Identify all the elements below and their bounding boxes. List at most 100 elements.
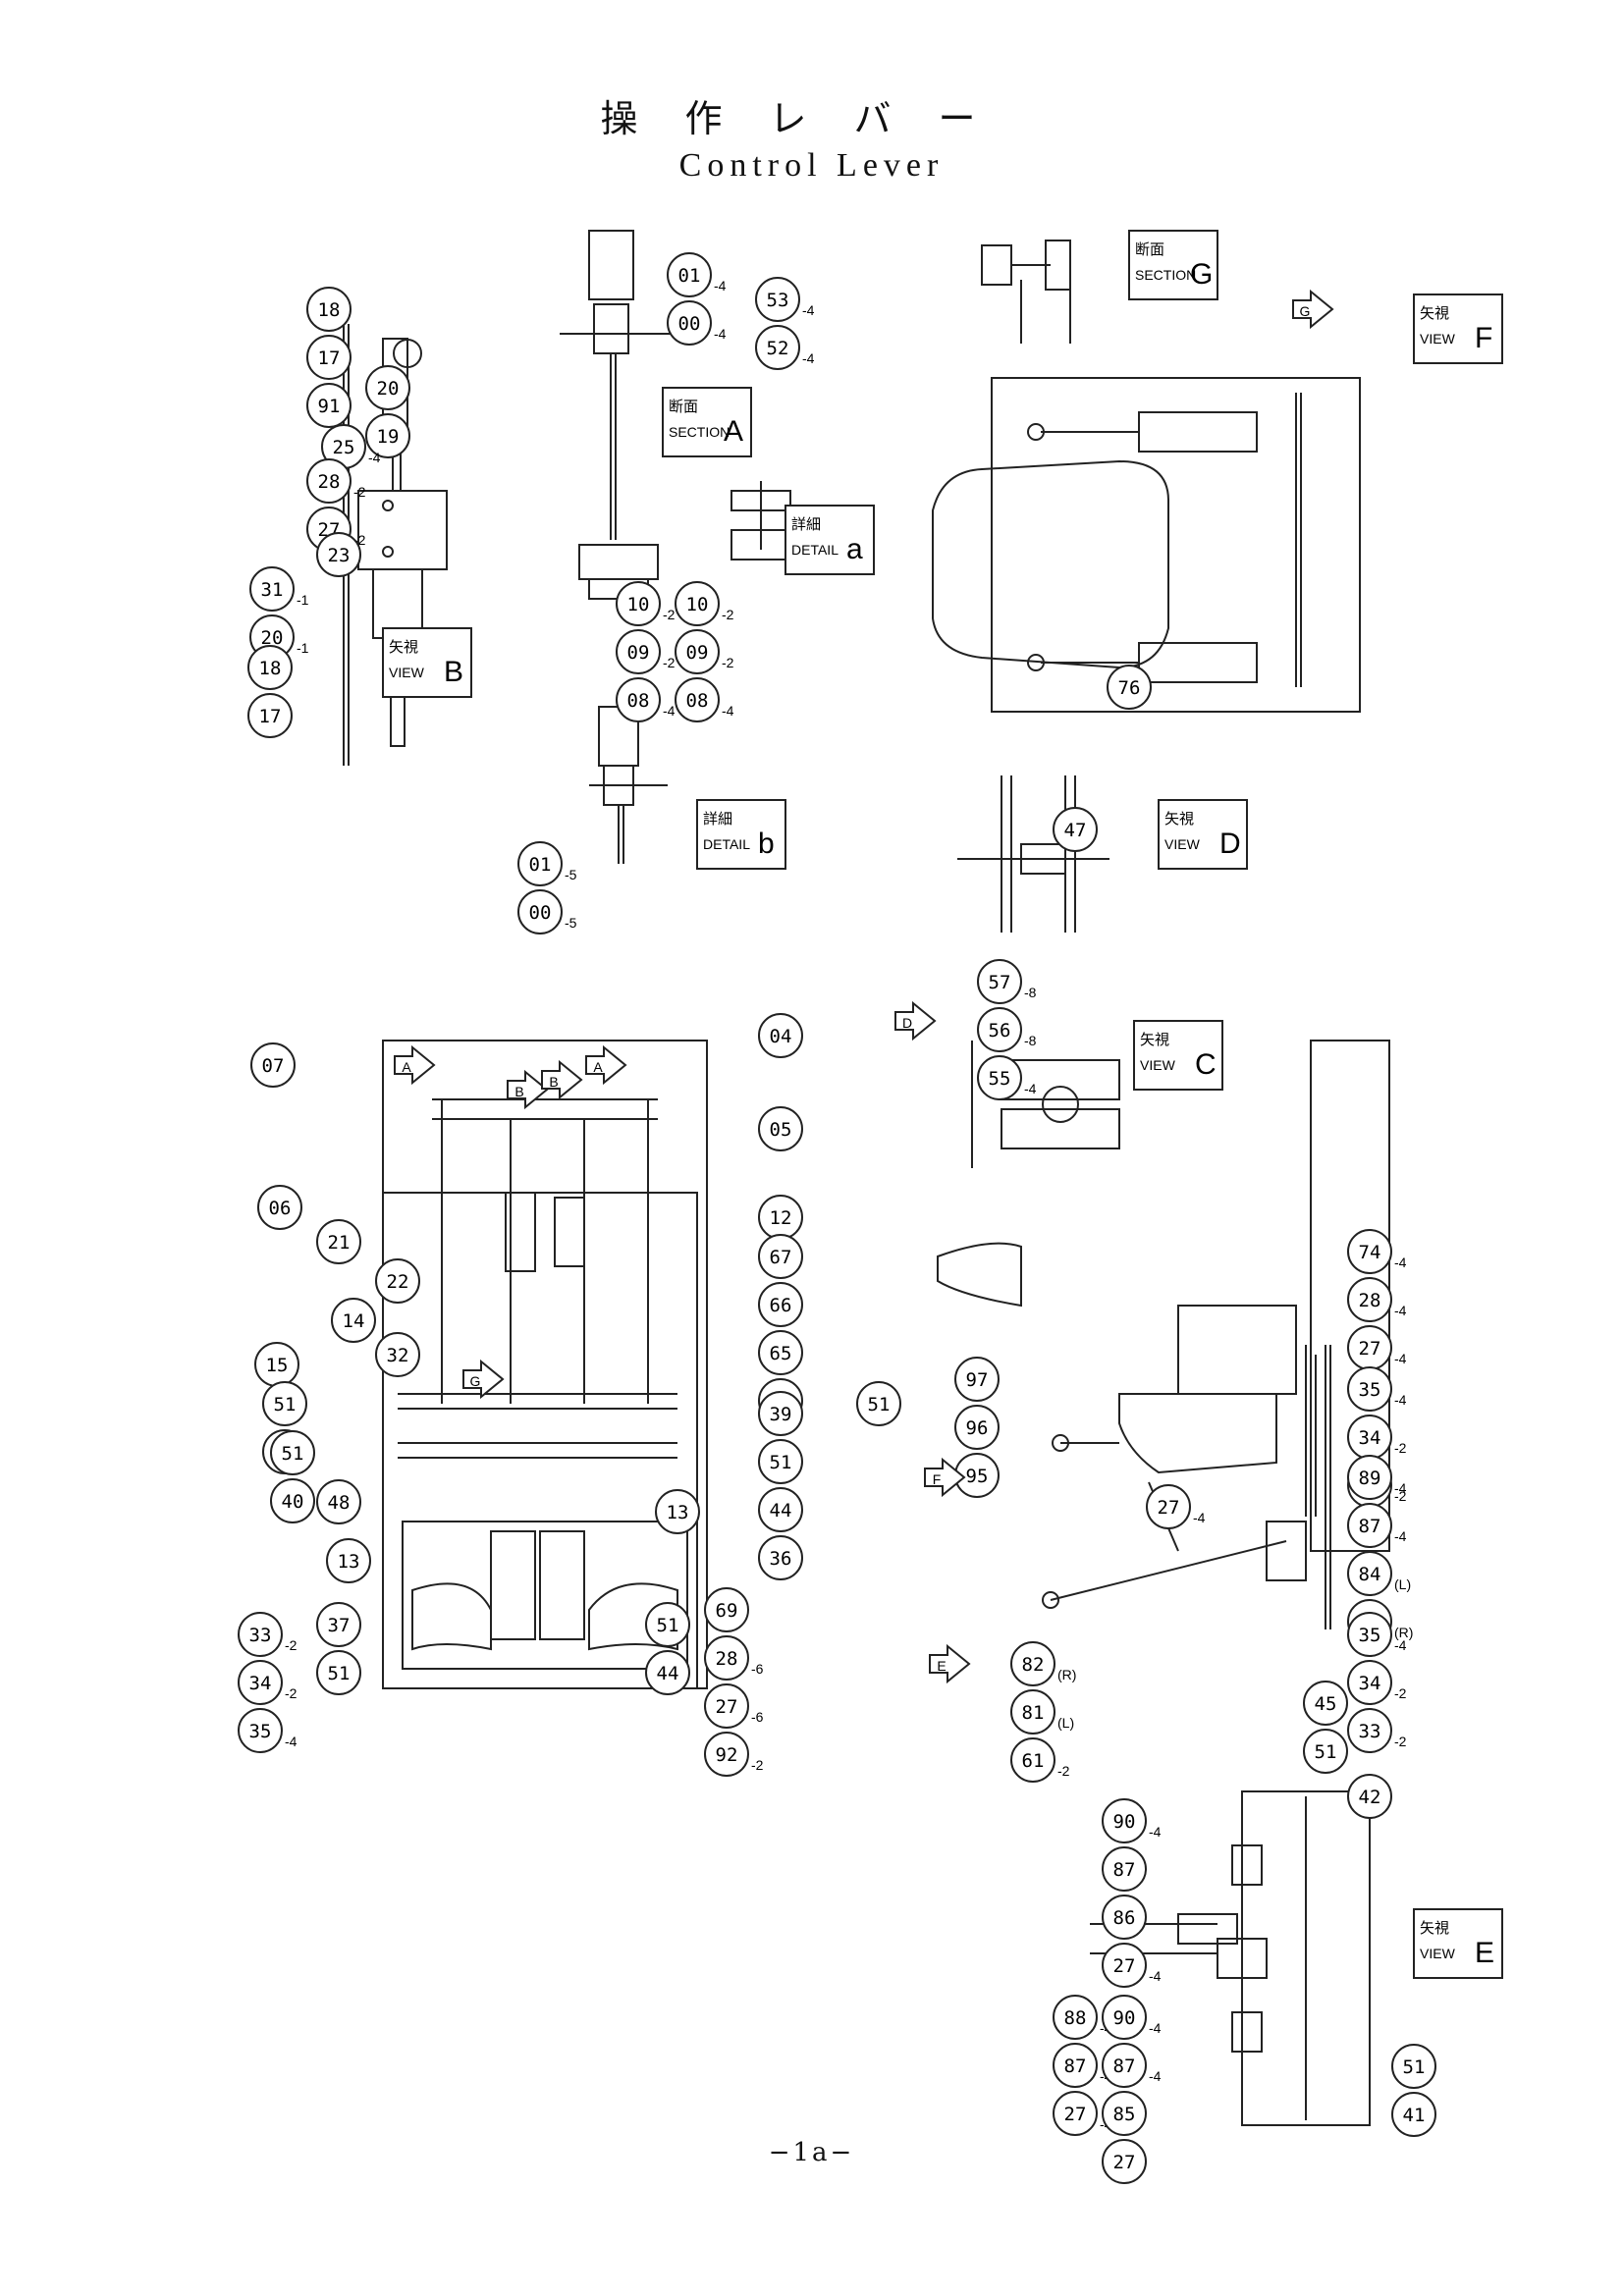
part-number-text: 44: [657, 1663, 679, 1684]
part-quantity-suffix: -2: [663, 607, 676, 622]
part-number-text: 61: [1022, 1750, 1045, 1772]
part-callout: 74-428-427-4: [1347, 1229, 1407, 1370]
view-label-english: VIEW: [1420, 331, 1456, 347]
part-quantity-suffix: -8: [1024, 985, 1037, 1000]
part-number-bubble: [262, 1381, 307, 1426]
view-label-letter: B: [444, 656, 463, 688]
part-number-bubble: [704, 1683, 749, 1729]
part-number-bubble: [758, 1330, 803, 1375]
part-number-bubble: [1102, 1846, 1147, 1892]
part-number-text: 44: [770, 1500, 792, 1522]
view-label-english: VIEW: [1164, 836, 1201, 852]
part-number-text: 07: [262, 1055, 285, 1077]
part-number-text: 35: [1359, 1379, 1381, 1401]
part-number-text: 91: [318, 396, 341, 417]
part-number-bubble: [375, 1258, 420, 1304]
part-number-text: 10: [686, 594, 709, 615]
part-callout: 33-234-235-4: [238, 1612, 298, 1753]
part-number-text: 18: [318, 299, 341, 321]
part-callout: 35-434-233-2: [1347, 1612, 1407, 1753]
part-number-text: 65: [770, 1343, 792, 1364]
part-number-bubble: [1347, 1229, 1392, 1274]
part-number-text: 35: [249, 1721, 272, 1742]
part-number-bubble: [704, 1635, 749, 1681]
part-number-bubble: [257, 1185, 302, 1230]
part-quantity-suffix: (R): [1057, 1667, 1076, 1682]
view-direction-arrow: E: [929, 1643, 971, 1684]
part-callout: 13: [655, 1489, 700, 1534]
part-number-text: 51: [282, 1443, 304, 1465]
part-number-text: 13: [338, 1551, 360, 1573]
part-number-bubble: [316, 532, 361, 577]
part-number-bubble: [1053, 2091, 1098, 2136]
part-quantity-suffix: -2: [722, 655, 734, 670]
part-number-text: 06: [269, 1198, 292, 1219]
part-callout: 06: [257, 1185, 302, 1230]
part-number-bubble: [365, 413, 410, 458]
part-number-text: 40: [282, 1491, 304, 1513]
part-number-bubble: [758, 1234, 803, 1279]
part-number-bubble: [616, 581, 661, 626]
part-number-bubble: [1102, 1943, 1147, 1988]
view-label-japanese: 矢視: [1164, 810, 1194, 828]
part-number-text: 42: [1359, 1787, 1381, 1808]
part-callout: 07: [250, 1042, 296, 1088]
part-quantity-suffix: -2: [1394, 1440, 1407, 1456]
part-number-text: 51: [1403, 2056, 1426, 2078]
part-number-bubble: [316, 1219, 361, 1264]
part-number-bubble: [238, 1612, 283, 1657]
part-number-text: 08: [627, 690, 650, 712]
part-number-text: 51: [328, 1663, 351, 1684]
part-number-bubble: [1102, 1798, 1147, 1843]
part-number-text: 10: [627, 594, 650, 615]
part-number-text: 85: [1113, 2104, 1136, 2125]
part-number-text: 27: [1113, 2152, 1136, 2173]
part-number-bubble: [517, 841, 563, 886]
page-title-english: Control Lever: [678, 147, 945, 184]
part-number-text: 32: [387, 1345, 409, 1366]
part-quantity-suffix: -4: [1149, 1968, 1162, 1984]
part-number-text: 48: [328, 1492, 351, 1514]
view-label-letter: C: [1195, 1048, 1217, 1081]
part-number-text: 51: [1315, 1741, 1337, 1763]
part-callout: 31-120-1: [249, 566, 309, 660]
part-quantity-suffix: -4: [1024, 1081, 1037, 1096]
part-number-bubble: [1347, 1551, 1392, 1596]
view-label-english: DETAIL: [791, 542, 839, 558]
part-number-text: 23: [328, 545, 351, 566]
view-direction-arrow: G: [1292, 289, 1334, 330]
part-callout: 32: [375, 1332, 420, 1377]
part-number-bubble: [675, 677, 720, 722]
part-number-text: 22: [387, 1271, 409, 1293]
part-number-text: 87: [1113, 2056, 1136, 2077]
view-direction-letter: A: [593, 1059, 603, 1075]
part-number-text: 37: [328, 1615, 351, 1636]
part-quantity-suffix: (L): [1394, 1576, 1411, 1592]
part-number-text: 28: [716, 1648, 738, 1670]
part-number-bubble: [1053, 2043, 1098, 2088]
part-number-text: 92: [716, 1744, 738, 1766]
part-number-bubble: [1347, 1277, 1392, 1322]
view-direction-arrow: D: [894, 1000, 937, 1041]
view-label-letter: b: [758, 828, 775, 860]
part-number-text: 81: [1022, 1702, 1045, 1724]
part-number-text: 56: [989, 1020, 1011, 1041]
part-number-bubble: [1102, 2139, 1147, 2184]
view-direction-letter: A: [402, 1059, 411, 1075]
part-number-bubble: [954, 1405, 1000, 1450]
part-number-bubble: [249, 566, 295, 612]
part-callout: 82(R)81(L)61-2: [1010, 1641, 1076, 1783]
part-quantity-suffix: -2: [353, 484, 366, 500]
view-label-letter: F: [1475, 322, 1492, 354]
part-number-text: 09: [627, 642, 650, 664]
view-label-japanese: 断面: [1135, 240, 1164, 258]
part-callout: 57-856-855-4: [977, 959, 1037, 1100]
part-quantity-suffix: -4: [1149, 2068, 1162, 2084]
